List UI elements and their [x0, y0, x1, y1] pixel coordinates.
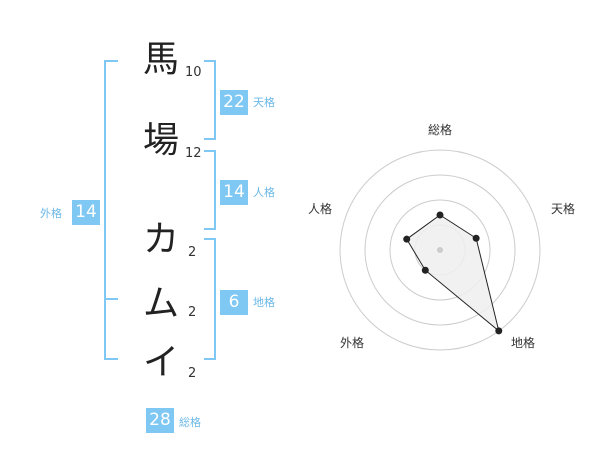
stroke-count-2: 12 — [185, 146, 202, 161]
jinkaku-bracket-top — [204, 150, 216, 152]
chikaku-bracket-bottom — [204, 358, 216, 360]
gaikaku-bracket-bottom — [104, 358, 118, 360]
radar-point-4 — [421, 266, 429, 274]
radar-axis-label-gaikaku: 外格 — [340, 336, 365, 350]
radar-axis-label-soukaku: 総格 — [428, 123, 453, 137]
chikaku-value: 6 — [220, 290, 248, 315]
name-char-3: カ — [142, 219, 179, 260]
tenkaku-value: 22 — [220, 90, 248, 115]
radar-area — [406, 214, 500, 333]
tenkaku-bracket-top — [204, 60, 216, 62]
chikaku-bracket-top — [204, 238, 216, 240]
gaikaku-bracket-vertical — [104, 60, 106, 360]
gaikaku-label: 外格 — [40, 207, 62, 220]
radar-ring-3 — [364, 174, 516, 326]
radar-point-2 — [472, 234, 480, 242]
name-char-5: イ — [142, 342, 179, 383]
name-char-2: 場 — [142, 120, 179, 161]
chikaku-label: 地格 — [253, 296, 275, 309]
chikaku-bracket-vertical — [214, 238, 216, 360]
jinkaku-bracket-bottom — [204, 228, 216, 230]
name-char-4: ム — [142, 283, 179, 324]
tenkaku-label: 天格 — [253, 96, 275, 109]
soukaku-label: 総格 — [179, 416, 201, 429]
soukaku-value: 28 — [146, 408, 174, 433]
name-char-1: 馬 — [142, 39, 179, 80]
radar-ring-4 — [339, 149, 541, 351]
stroke-count-1: 10 — [185, 65, 202, 80]
radar-axis-label-chikaku: 地格 — [511, 336, 536, 350]
gaikaku-bracket-mid — [104, 298, 118, 300]
gaikaku-value: 14 — [72, 200, 100, 225]
radar-axis-label-tenkaku: 天格 — [551, 202, 576, 216]
jinkaku-label: 人格 — [253, 186, 275, 199]
stroke-count-5: 2 — [188, 366, 197, 381]
radar-point-5 — [403, 235, 411, 243]
radar-center-dot — [437, 247, 443, 253]
stroke-count-3: 2 — [188, 245, 197, 260]
stroke-count-4: 2 — [188, 305, 197, 320]
jinkaku-value: 14 — [220, 180, 248, 205]
gaikaku-bracket-top — [104, 60, 118, 62]
jinkaku-bracket-vertical — [214, 150, 216, 230]
tenkaku-bracket-vertical — [214, 60, 216, 140]
radar-axis-label-jinkaku: 人格 — [308, 202, 333, 216]
radar-ring-2 — [389, 199, 491, 301]
tenkaku-bracket-bottom — [204, 138, 216, 140]
radar-point-3 — [495, 327, 503, 335]
radar-point-1 — [436, 211, 444, 219]
